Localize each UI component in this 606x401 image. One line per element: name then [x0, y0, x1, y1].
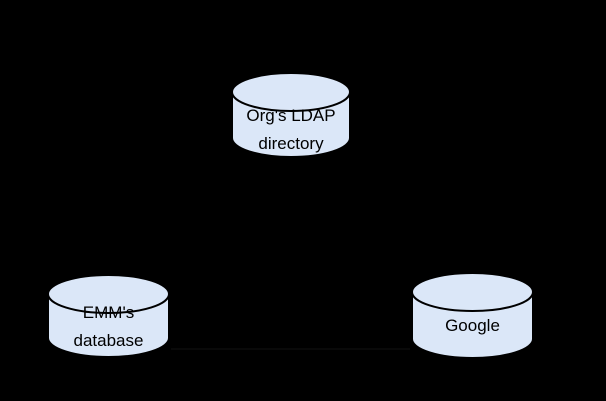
node-emm-database: EMM's database	[47, 274, 170, 358]
node-google: Google	[411, 272, 534, 359]
ldap-label-line1: Org's LDAP	[246, 106, 335, 125]
google-label: Google	[445, 316, 500, 335]
node-ldap-directory: Org's LDAP directory	[231, 72, 351, 158]
emm-cylinder-top	[47, 274, 170, 314]
ldap-cylinder-top	[231, 72, 351, 112]
google-cylinder-top	[411, 272, 534, 312]
emm-label-line1: EMM's	[83, 303, 134, 322]
emm-label-line2: database	[74, 331, 144, 350]
edge-ldap-to-google	[323, 157, 449, 271]
ldap-label-line2: directory	[258, 134, 324, 153]
edge-ldap-to-emm	[131, 157, 259, 273]
